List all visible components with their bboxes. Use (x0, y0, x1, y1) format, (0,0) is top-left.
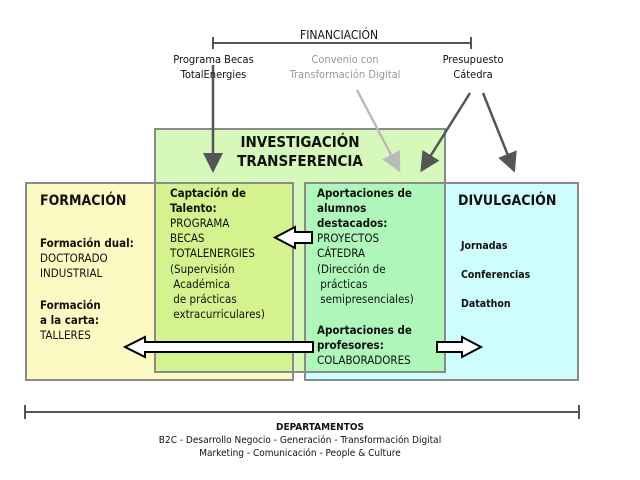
divulgacion-item: Datathon (461, 298, 511, 310)
block-arrow-right (436, 335, 484, 359)
divulgacion-item: Jornadas (461, 240, 508, 252)
carta-value: TALLERES (40, 328, 91, 342)
investigacion-title: INVESTIGACIÓN TRANSFERENCIA (237, 133, 363, 170)
formacion-title: FORMACIÓN (40, 193, 127, 209)
departamentos-line2: Marketing - Comunicación - People & Cult… (199, 448, 401, 459)
source-presupuesto: Presupuesto Cátedra (442, 53, 504, 81)
captacion-box (154, 182, 294, 373)
block-arrow-left-long (122, 335, 314, 359)
arrow-convenio (355, 89, 401, 173)
alumnos-value: PROYECTOS CÁTEDRA (317, 231, 380, 260)
source-becas: Programa Becas TotalEnergies (173, 53, 254, 81)
block-arrow-left-small (272, 225, 313, 250)
arrow-presupuesto-1 (420, 92, 472, 173)
alumnos-label: Aportaciones de alumnos destacados: (317, 186, 412, 230)
profesores-value: COLABORADORES (317, 353, 411, 367)
financiacion-bracket (212, 37, 472, 49)
divulgacion-title: DIVULGACIÓN (458, 193, 557, 209)
departamentos-line1: B2C - Desarrollo Negocio - Generación - … (158, 435, 442, 446)
departamentos-title: DEPARTAMENTOS (276, 422, 364, 433)
source-convenio: Convenio con Transformación Digital (289, 53, 401, 81)
dual-label: Formación dual: (40, 236, 134, 250)
alumnos-note: (Dirección de prácticas semipresenciales… (317, 262, 414, 306)
carta-label: Formación a la carta: (40, 298, 101, 327)
captacion-note: (Supervisión Académica de prácticas extr… (170, 262, 265, 321)
arrow-presupuesto-2 (481, 92, 517, 173)
aportaciones-box (304, 182, 446, 373)
captacion-value: PROGRAMA BECAS TOTALENERGIES (170, 216, 255, 260)
profesores-label: Aportaciones de profesores: (317, 323, 412, 352)
dual-value: DOCTORADO INDUSTRIAL (40, 251, 108, 280)
divulgacion-item: Conferencias (461, 269, 531, 281)
departamentos-bracket (24, 405, 580, 419)
captacion-label: Captación de Talento: (170, 186, 247, 215)
financiacion-title: FINANCIACIÓN (300, 28, 379, 42)
